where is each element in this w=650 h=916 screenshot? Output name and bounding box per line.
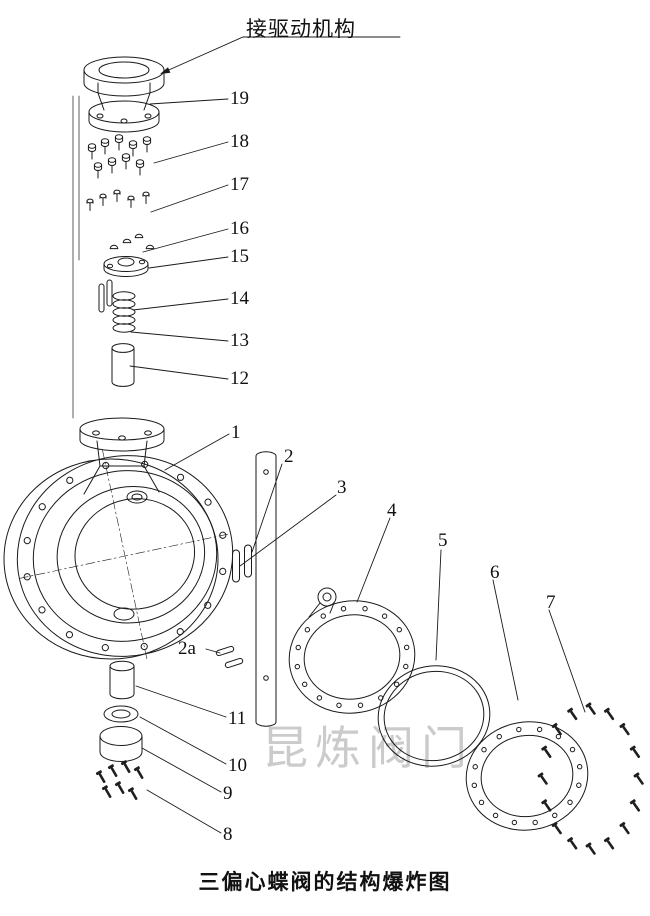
part-label-17: 17 — [230, 174, 249, 195]
drive-mechanism-label: 接驱动机构 — [246, 17, 356, 41]
body-bolt-holes — [23, 460, 227, 652]
part-label-5: 5 — [438, 530, 448, 551]
upper-bushing — [111, 343, 135, 387]
packing-stack — [112, 291, 136, 333]
part-label-9: 9 — [223, 783, 233, 804]
part-label-2: 2 — [284, 446, 294, 467]
retainer-bolts — [536, 701, 647, 857]
taper-pins — [232, 544, 252, 583]
cover-bolts — [95, 759, 146, 802]
leader-lines — [129, 98, 586, 834]
part-label-18: 18 — [230, 131, 249, 152]
bottom-cover — [99, 726, 143, 762]
part-label-19: 19 — [230, 88, 249, 109]
disc-bolt-holes — [294, 606, 410, 708]
part-label-2a: 2a — [178, 638, 196, 659]
pins-2a — [215, 645, 244, 669]
upper-bolts — [87, 134, 152, 179]
part-label-14: 14 — [230, 288, 249, 309]
retainer-bolt-holes — [471, 726, 583, 826]
part-label-11: 11 — [228, 708, 247, 729]
disc — [288, 587, 416, 714]
retainer-ring — [465, 721, 589, 831]
actuator-flange — [83, 56, 165, 133]
part-label-15: 15 — [230, 246, 249, 267]
diagram-caption: 三偏心蝶阀的结构爆炸图 — [198, 870, 452, 894]
part-label-13: 13 — [230, 330, 249, 351]
gland-studs — [98, 279, 113, 313]
valve-body — [3, 417, 234, 662]
lower-bushing — [109, 660, 135, 700]
part-label-8: 8 — [223, 824, 233, 845]
o-ring — [103, 705, 139, 723]
construction-lines — [72, 95, 80, 419]
part-label-12: 12 — [230, 368, 249, 389]
seal-ring — [377, 665, 491, 767]
stem-shaft — [255, 451, 277, 727]
part-label-10: 10 — [228, 755, 247, 776]
cap-nuts — [109, 233, 155, 250]
screws — [86, 189, 150, 211]
part-label-7: 7 — [546, 592, 556, 613]
part-label-1: 1 — [231, 422, 241, 443]
watermark: 昆炼阀门 — [262, 723, 474, 774]
drive-pointer — [160, 36, 401, 74]
part-label-6: 6 — [490, 562, 500, 583]
part-label-16: 16 — [230, 218, 249, 239]
part-label-4: 4 — [387, 500, 397, 521]
packing-gland — [103, 256, 149, 277]
part-label-3: 3 — [337, 477, 347, 498]
